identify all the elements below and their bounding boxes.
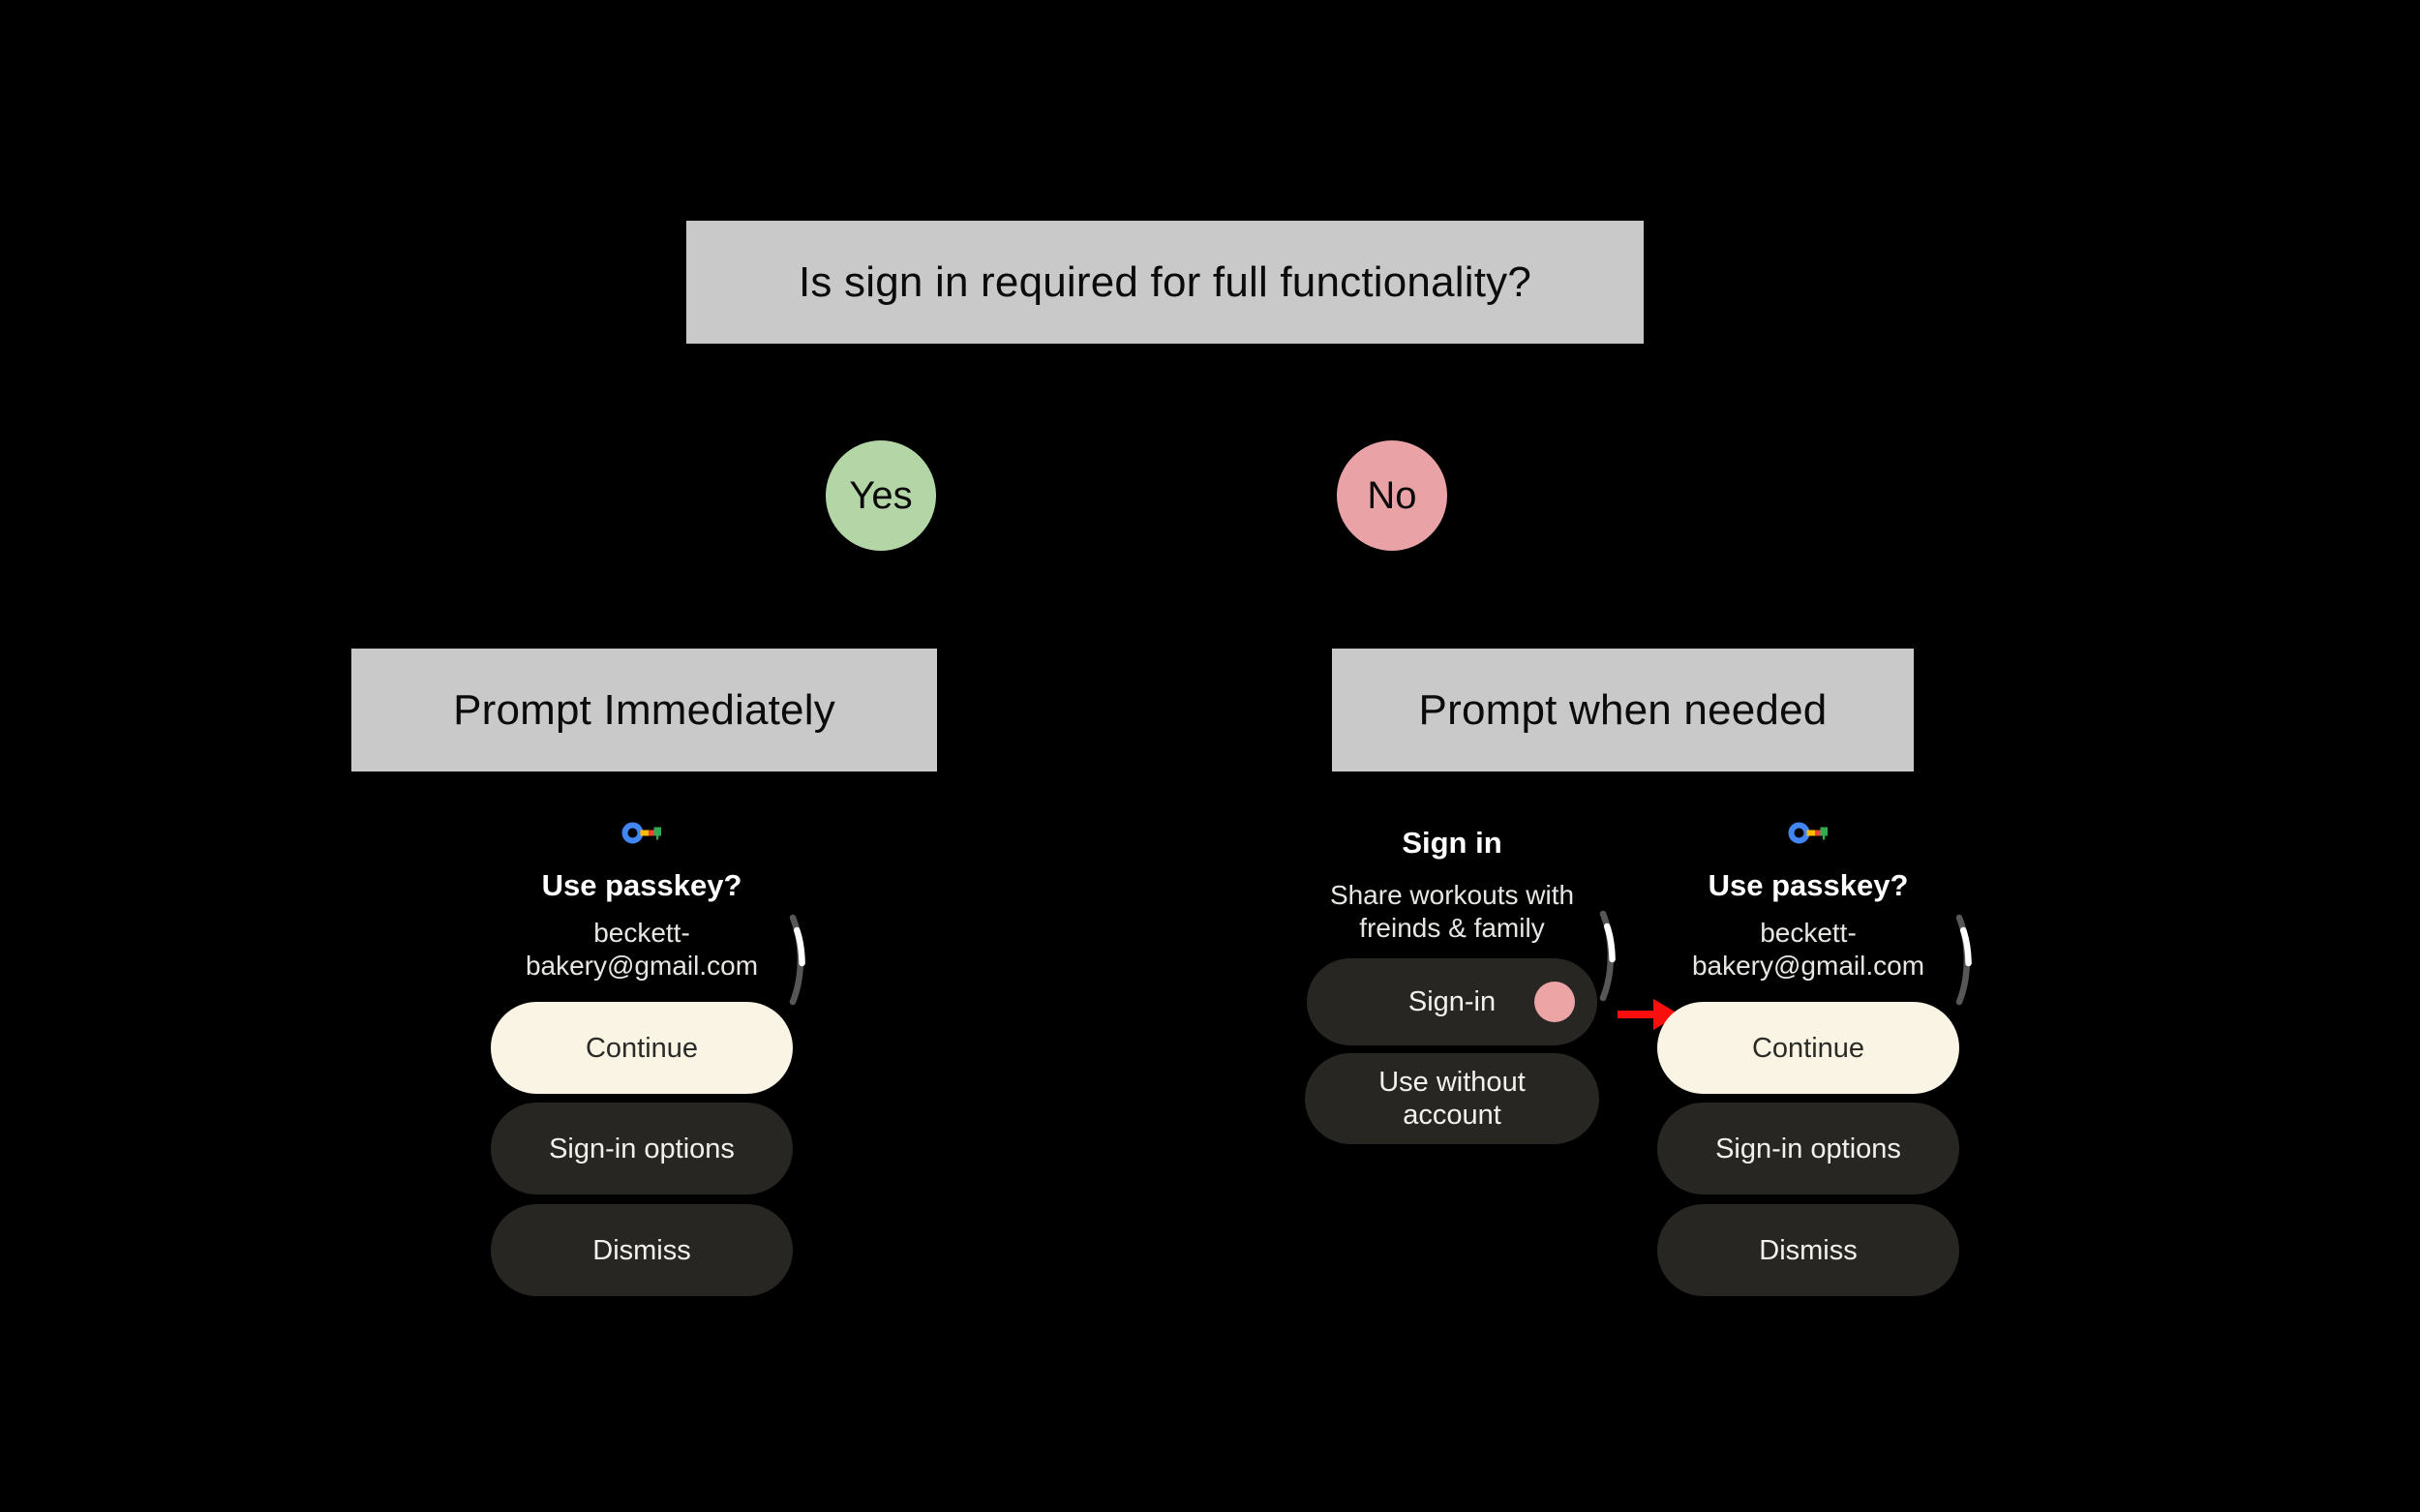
passkey-email-line1: beckett- [593,918,690,948]
passkey-email: beckett- bakery@gmail.com [439,917,845,983]
continue-button[interactable]: Continue [1657,1002,1959,1094]
dismiss-button-label: Dismiss [592,1234,691,1266]
continue-button-label: Continue [1751,1032,1865,1064]
prompt-when-needed-box: Prompt when needed [1332,649,1914,771]
signin-title: Sign in [1402,826,1502,860]
scroll-indicator[interactable] [789,914,808,1006]
use-without-account-button[interactable]: Use without account [1305,1053,1599,1144]
signin-options-button[interactable]: Sign-in options [491,1103,793,1194]
passkey-email-line2: bakery@gmail.com [1691,951,1925,981]
passkey-key-icon [1788,822,1828,844]
decision-question-box: Is sign in required for full functionali… [686,221,1644,344]
signin-button[interactable]: Sign-in [1307,958,1597,1045]
signin-subtitle-line1: Share workouts with [1329,880,1575,910]
passkey-email-line1: beckett- [1760,918,1857,948]
signin-options-button-label: Sign-in options [549,1133,735,1164]
use-without-account-line1: Use without [1378,1067,1526,1098]
signin-button-label: Sign-in [1407,986,1497,1017]
flow-arrow-line [1618,1011,1660,1018]
signin-options-button-label: Sign-in options [1715,1133,1901,1164]
watch-screen-passkey-immediate: Use passkey? beckett- bakery@gmail.com C… [439,821,845,1305]
passkey-title: Use passkey? [541,868,742,902]
watch-screen-signin: Sign in Share workouts with freinds & fa… [1249,821,1655,1305]
signin-subtitle-line2: freinds & family [1359,913,1545,943]
use-without-account-line2: account [1403,1100,1501,1131]
continue-button-label: Continue [585,1032,699,1064]
branch-no-circle: No [1337,440,1447,551]
passkey-email-line2: bakery@gmail.com [525,951,759,981]
dismiss-button[interactable]: Dismiss [1657,1204,1959,1296]
continue-button[interactable]: Continue [491,1002,793,1094]
watch-screen-passkey-after: Use passkey? beckett- bakery@gmail.com C… [1605,821,2012,1305]
prompt-immediately-box: Prompt Immediately [351,649,937,771]
passkey-title: Use passkey? [1708,868,1909,902]
dismiss-button-label: Dismiss [1759,1234,1858,1266]
scroll-indicator[interactable] [1599,910,1618,1002]
dismiss-button[interactable]: Dismiss [491,1204,793,1296]
scroll-indicator[interactable] [1955,914,1975,1006]
passkey-email: beckett- bakery@gmail.com [1605,917,2012,983]
passkey-key-icon [621,822,661,844]
branch-yes-circle: Yes [826,440,936,551]
signin-options-button[interactable]: Sign-in options [1657,1103,1959,1194]
signin-subtitle: Share workouts with freinds & family [1249,879,1655,945]
tap-indicator-dot [1534,982,1575,1022]
